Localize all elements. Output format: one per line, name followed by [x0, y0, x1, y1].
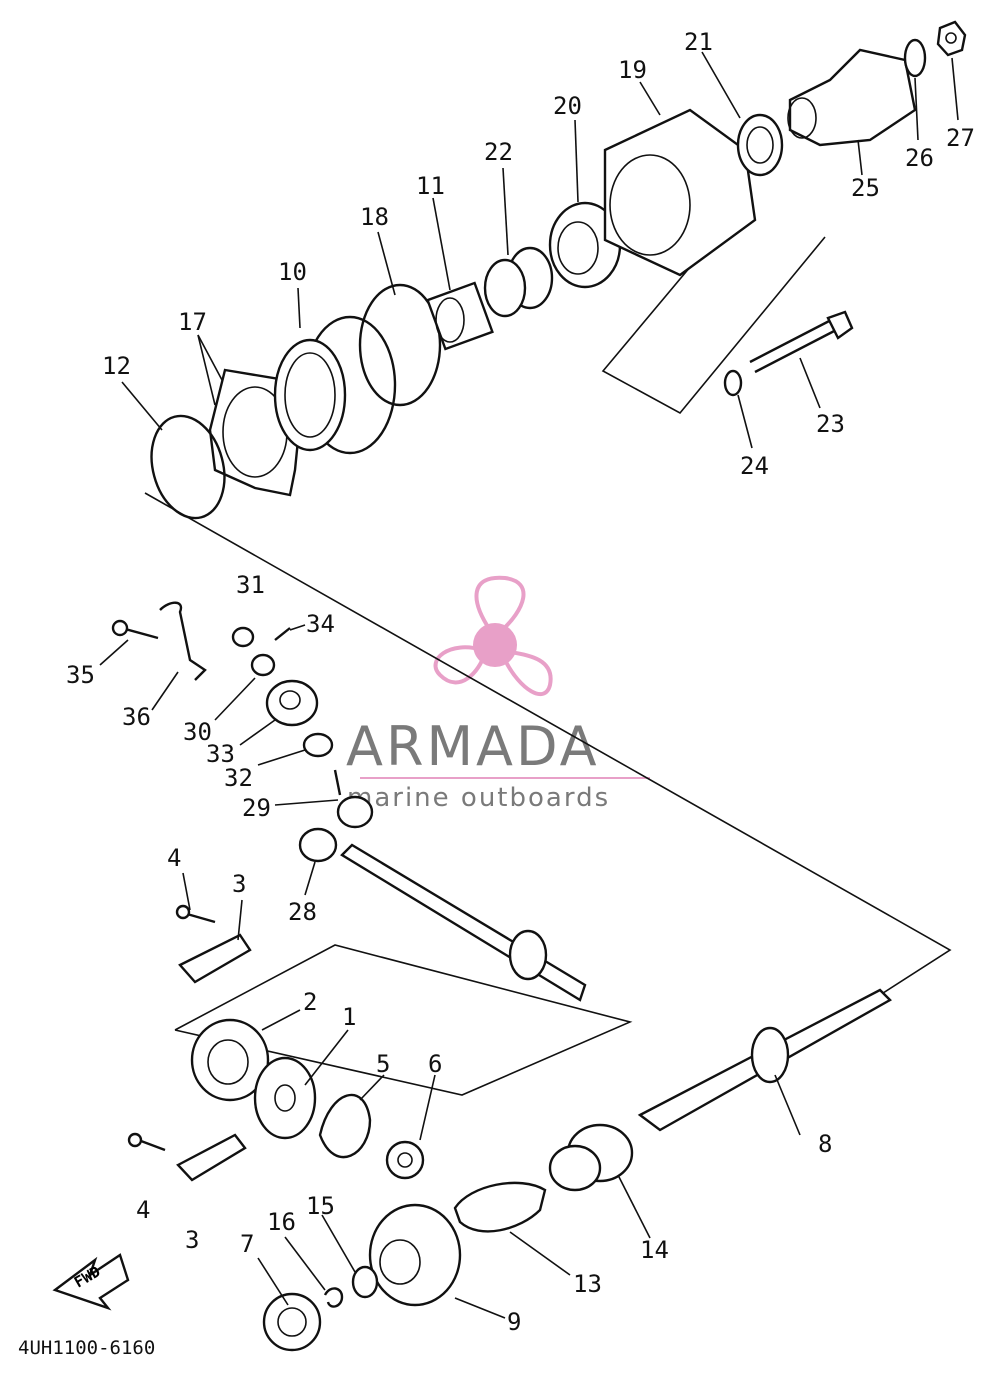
part-21-seal: [736, 113, 784, 177]
part-11-sleeve: [426, 281, 494, 351]
callout-9: 9: [507, 1308, 521, 1336]
callout-33: 33: [206, 740, 235, 768]
callout-28: 28: [288, 898, 317, 926]
watermark-subtitle: marine outboards: [347, 783, 610, 813]
callout-17: 17: [178, 308, 207, 336]
part-30-ring: [250, 653, 276, 677]
callout-35: 35: [66, 661, 95, 689]
diagram-code: 4UH1100-6160: [18, 1337, 155, 1359]
callout-24: 24: [740, 452, 769, 480]
callout-3-upper: 3: [232, 870, 246, 898]
callout-8: 8: [818, 1130, 832, 1158]
part-33-sleeve: [265, 679, 319, 727]
part-24-washer: [723, 369, 743, 397]
callout-23: 23: [816, 410, 845, 438]
fwd-arrow-icon: [52, 1253, 130, 1311]
part-3-plate-lower: [176, 1133, 247, 1182]
callout-20: 20: [553, 92, 582, 120]
part-29-gear: [333, 769, 374, 829]
callout-10: 10: [278, 258, 307, 286]
part-4-bolt-lower: [127, 1132, 166, 1152]
part-34-screw: [274, 627, 291, 641]
part-6-nut: [385, 1140, 425, 1180]
callout-18: 18: [360, 203, 389, 231]
callout-30: 30: [183, 718, 212, 746]
part-9-gear: [368, 1203, 462, 1307]
callout-5: 5: [376, 1050, 390, 1078]
callout-36: 36: [122, 703, 151, 731]
callout-27: 27: [946, 124, 975, 152]
part-5-gear: [318, 1093, 372, 1159]
callout-13: 13: [573, 1270, 602, 1298]
callout-34: 34: [306, 610, 335, 638]
callout-7: 7: [240, 1230, 254, 1258]
callout-25: 25: [851, 174, 880, 202]
callout-2: 2: [303, 988, 317, 1016]
part-28-gear: [298, 827, 338, 863]
callout-3-lower: 3: [185, 1226, 199, 1254]
part-12-gasket: [150, 414, 226, 520]
callout-29: 29: [242, 794, 271, 822]
callout-31: 31: [236, 571, 265, 599]
part-3-plate-upper: [178, 933, 252, 984]
callout-21: 21: [684, 28, 713, 56]
callout-19: 19: [618, 56, 647, 84]
callout-11: 11: [416, 172, 445, 200]
part-16-clip: [323, 1287, 344, 1308]
callout-22: 22: [484, 138, 513, 166]
part-8-propeller-shaft: [637, 988, 892, 1132]
part-31-washer: [231, 626, 255, 648]
part-35-bolt: [111, 619, 159, 640]
part-22-bushing: [483, 246, 554, 318]
part-10-housing: [273, 315, 397, 455]
part-27-nut: [936, 20, 967, 57]
part-14-spring: [548, 1123, 634, 1192]
callout-6: 6: [428, 1050, 442, 1078]
part-2-bearing: [190, 1018, 270, 1102]
callout-14: 14: [640, 1236, 669, 1264]
assembly-outline: [144, 204, 952, 1096]
part-7-bearing: [262, 1292, 322, 1352]
part-4-bolt-upper: [175, 904, 216, 924]
drive-shaft-upper: [340, 843, 587, 1002]
part-23-bolt: [749, 310, 854, 374]
callout-15: 15: [306, 1192, 335, 1220]
part-15-washer: [351, 1265, 379, 1299]
callout-12: 12: [102, 352, 131, 380]
part-13-clutch: [453, 1181, 547, 1233]
part-36-spring-clip: [159, 601, 207, 681]
callout-4-lower: 4: [136, 1196, 150, 1224]
callout-32: 32: [224, 764, 253, 792]
watermark-title: ARMADA: [346, 715, 600, 778]
part-19-case: [603, 108, 757, 277]
callout-1: 1: [342, 1003, 356, 1031]
part-1-washer: [253, 1056, 317, 1140]
part-26-washer: [903, 38, 927, 78]
part-25-yoke: [787, 48, 917, 147]
leader-lines: [99, 51, 959, 1319]
part-32-oring: [302, 732, 334, 758]
callout-4-upper: 4: [167, 844, 181, 872]
part-18-gasket: [358, 283, 442, 407]
callout-labels: 1 2 3 3 4 4 5 6 7 8 9 10 11 12 13 14 15 …: [66, 28, 975, 1336]
callout-26: 26: [905, 144, 934, 172]
callout-16: 16: [267, 1208, 296, 1236]
propeller-icon: [433, 575, 553, 697]
